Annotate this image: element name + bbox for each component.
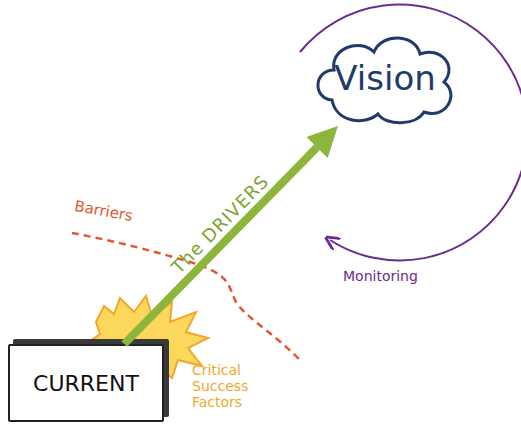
node-text: CURRENT — [33, 371, 139, 396]
current-box: CURRENT — [8, 344, 164, 422]
success-factors-label: Critical Success Factors — [192, 362, 264, 410]
barriers-label: Barriers — [73, 198, 165, 231]
edge-label: The DRIVERS — [167, 170, 273, 277]
driver-arrow — [124, 147, 317, 344]
monitoring-label: Monitoring — [343, 268, 453, 284]
monitoring-loop — [300, 5, 521, 261]
node-text: Vision — [334, 58, 435, 98]
cloud-shape — [318, 38, 451, 123]
vision-cloud: Vision — [312, 30, 458, 126]
